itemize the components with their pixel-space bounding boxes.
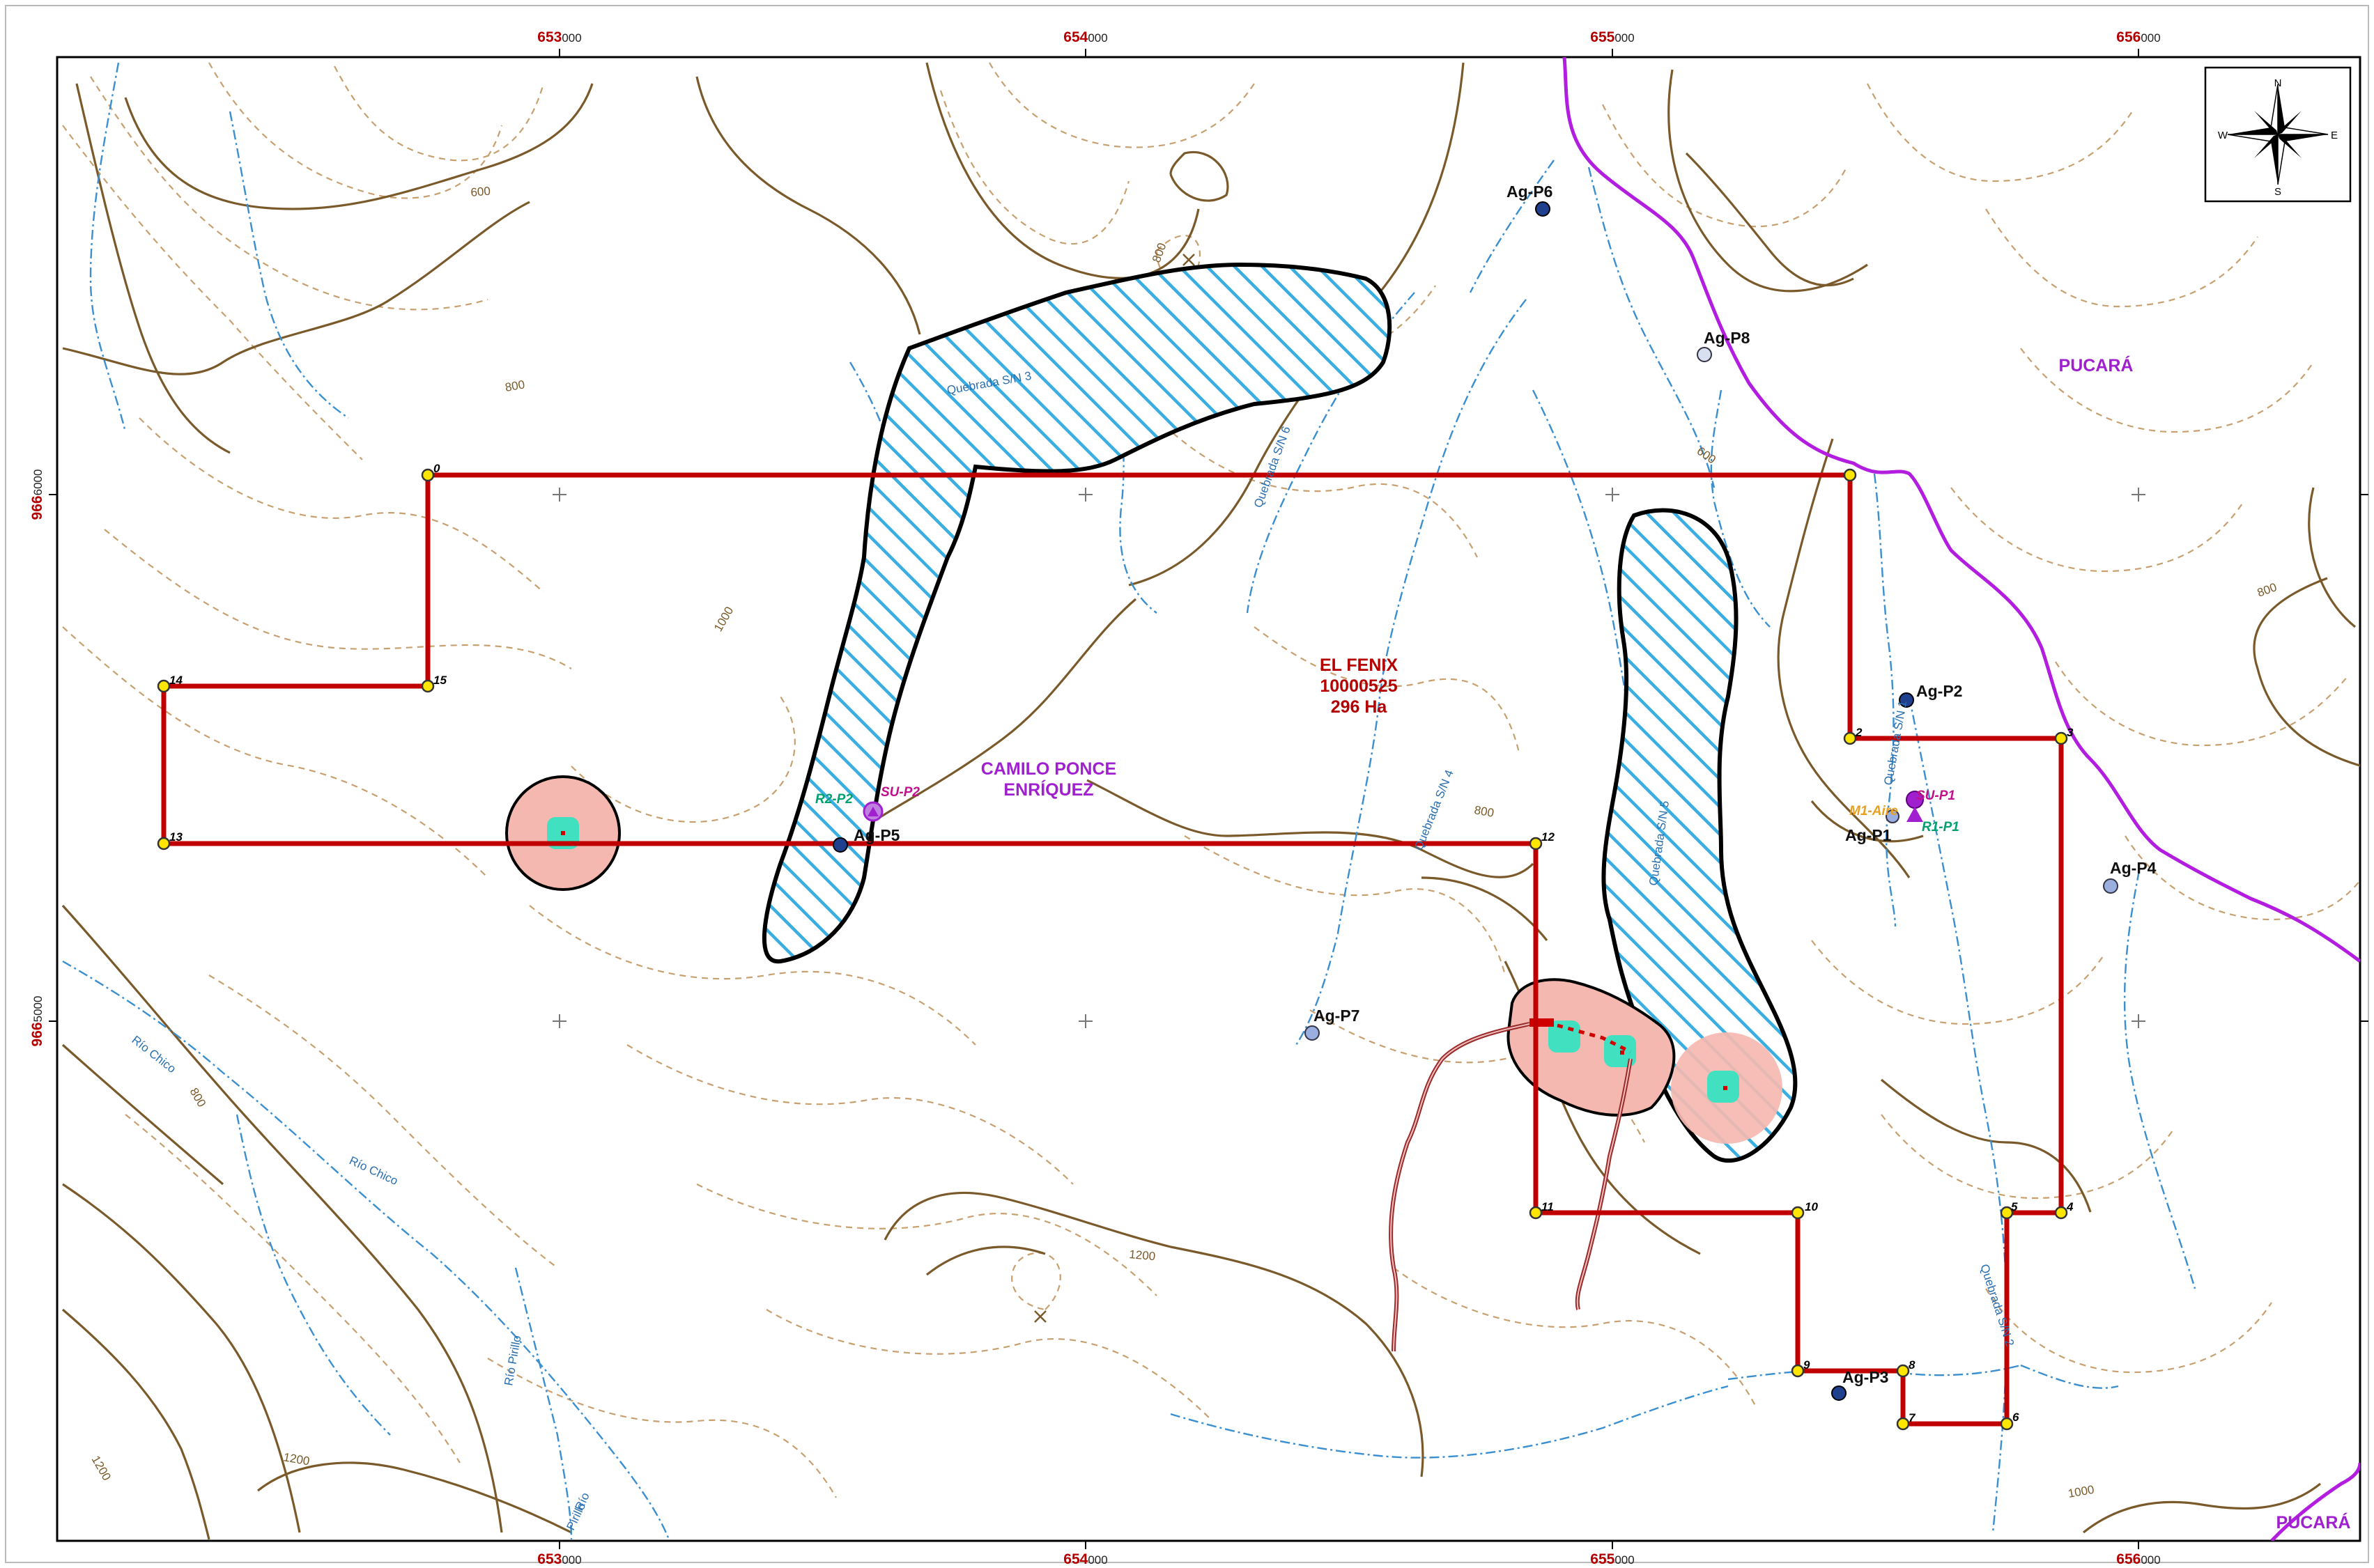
svg-text:7: 7 [1909,1411,1916,1425]
svg-text:11: 11 [1541,1200,1554,1213]
svg-text:Ag-P4: Ag-P4 [2110,859,2157,877]
svg-text:9: 9 [1803,1358,1810,1372]
svg-text:S: S [2274,186,2281,198]
svg-text:Ag-P8: Ag-P8 [1704,329,1750,347]
bottom-coord-653: 653000 [537,1551,581,1567]
influence-zone-east [1601,508,1798,1163]
sample-point-ag-p4 [2103,878,2118,894]
svg-text:600: 600 [470,185,491,199]
svg-text:SU-P2: SU-P2 [881,785,920,800]
top-coord-654: 654000 [1063,29,1107,45]
bottom-coord-656: 656000 [2116,1551,2160,1567]
left-coord-9665000: 9665000 [29,996,45,1047]
parish-cpe-line1: CAMILO PONCE [981,759,1116,779]
svg-text:Ag-P3: Ag-P3 [1842,1368,1888,1386]
svg-text:W: W [2218,130,2228,141]
index-contours [61,62,2360,1540]
left-coord-9666000: 9666000 [29,469,45,520]
access-roads [1389,1022,1633,1352]
north-arrow: N S E W [2204,66,2352,203]
svg-text:Ag-P6: Ag-P6 [1506,183,1552,201]
top-coord-653: 653000 [537,29,581,45]
svg-text:6: 6 [2012,1411,2019,1424]
svg-text:SU-P1: SU-P1 [1916,789,1955,803]
svg-text:10: 10 [1805,1200,1818,1213]
coordinate-labels: 653000 654000 655000 656000 653000 65400… [29,29,2161,1567]
svg-text:1200: 1200 [1129,1248,1156,1263]
bottom-coord-655: 655000 [1590,1551,1634,1567]
sample-points [833,201,2118,1401]
svg-text:14: 14 [169,674,183,687]
parish-pucara-top: PUCARÁ [2059,355,2134,375]
vertex-labels: 0 2 3 4 5 6 7 8 9 10 11 12 13 14 15 [169,462,2074,1425]
compass-rose-icon [2227,84,2329,185]
svg-text:M1-Aire: M1-Aire [1849,804,1898,818]
area-labels: EL FENIX 10000525 296 Ha CAMILO PONCE EN… [981,355,2351,1532]
sample-point-ag-p5 [833,837,848,853]
concession-code: 10000525 [1320,676,1397,696]
svg-text:12: 12 [1541,830,1555,844]
sample-point-r2-p2 [868,807,879,816]
svg-text:13: 13 [169,830,183,844]
sample-point-ag-p8 [1697,347,1712,362]
top-coord-656: 656000 [2116,29,2160,45]
svg-text:2: 2 [1855,726,1863,739]
svg-text:R1-P1: R1-P1 [1922,820,1959,835]
facility-buffers [505,775,1782,1144]
svg-text:R2-P2: R2-P2 [815,792,853,807]
svg-text:N: N [2274,77,2282,89]
svg-text:Ag-P5: Ag-P5 [854,826,900,844]
svg-text:Ag-P1: Ag-P1 [1845,826,1892,844]
spot-heights [1034,254,1195,1323]
sample-point-ag-p1 [1886,809,1899,823]
parish-cpe-line2: ENRÍQUEZ [1003,779,1093,800]
svg-text:0: 0 [433,462,440,475]
svg-text:800: 800 [504,378,525,394]
sample-labels: Ag-P6 Ag-P8 Ag-P2 Ag-P1 Ag-P4 Ag-P5 Ag-P… [815,183,2157,1386]
bottom-coord-654: 654000 [1063,1551,1107,1567]
concession-area: 296 Ha [1331,697,1388,717]
svg-text:800: 800 [1473,803,1495,820]
parish-boundary-line [1562,57,2360,963]
parish-pucara-bottom: PUCARÁ [2276,1512,2351,1532]
sample-point-ag-p2 [1899,692,1914,708]
svg-text:5: 5 [2011,1200,2018,1213]
svg-text:4: 4 [2066,1200,2074,1213]
boundary-vertices [157,468,2068,1431]
svg-text:8: 8 [1909,1358,1916,1372]
sample-point-ag-p3 [1831,1385,1847,1401]
top-coord-655: 655000 [1590,29,1634,45]
sample-point-ag-p7 [1304,1025,1320,1041]
concession-name: EL FENIX [1320,655,1398,675]
svg-text:Ag-P7: Ag-P7 [1313,1007,1359,1025]
parish-boundary-line-south [2270,1462,2360,1541]
svg-text:15: 15 [433,674,447,687]
svg-text:3: 3 [2067,726,2074,739]
svg-text:E: E [2331,130,2338,141]
frame-ticks [49,49,2368,1549]
sample-point-ag-p6 [1535,201,1550,217]
sample-point-r1-p1 [1906,807,1923,822]
svg-text:Ag-P2: Ag-P2 [1916,682,1962,700]
influence-zone-west [762,262,1392,964]
